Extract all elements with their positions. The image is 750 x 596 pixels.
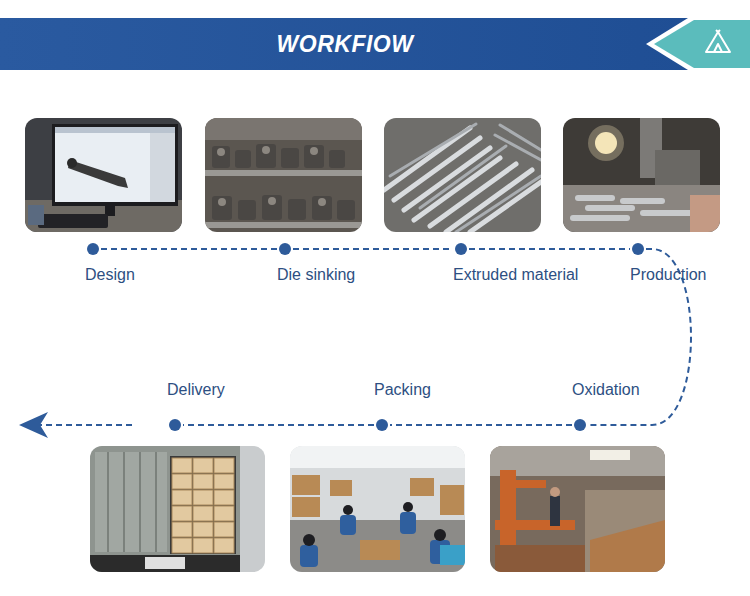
- flow-connector: [588, 249, 691, 425]
- design-photo: [25, 118, 182, 232]
- header-chevron: [654, 20, 750, 68]
- step-dot: [632, 243, 644, 255]
- step-node: Production: [630, 242, 646, 287]
- step-dot: [279, 243, 291, 255]
- flow-connector: [390, 424, 572, 426]
- step-label: Design: [85, 265, 101, 285]
- step-label: Extruded material: [453, 265, 469, 285]
- step-node: Extruded material: [453, 242, 469, 287]
- flow-connector: [101, 248, 277, 250]
- flow-arrowhead: [19, 412, 48, 438]
- step-node: Design: [85, 242, 101, 287]
- production-photo: [563, 118, 720, 232]
- step-label: Die sinking: [277, 265, 293, 285]
- flow-connector: [293, 248, 453, 250]
- tent-icon: [706, 30, 730, 52]
- header-title: WORKFIOW: [0, 18, 690, 70]
- header-divider: [646, 18, 750, 70]
- step-node: Packing: [374, 378, 390, 432]
- die-sinking-photo: [205, 118, 362, 232]
- step-dot: [376, 419, 388, 431]
- step-node: Die sinking: [277, 242, 293, 287]
- extruded-material-photo: [384, 118, 541, 232]
- step-dot: [574, 419, 586, 431]
- header-band: [0, 18, 700, 70]
- step-dot: [169, 419, 181, 431]
- packing-photo: [290, 446, 465, 572]
- step-dot: [87, 243, 99, 255]
- flow-connector: [183, 424, 374, 426]
- flow-tail: [34, 424, 132, 426]
- oxidation-photo: [490, 446, 665, 572]
- step-node: Delivery: [167, 378, 183, 432]
- step-label: Packing: [374, 380, 390, 400]
- step-node: Oxidation: [572, 378, 588, 432]
- step-label: Production: [630, 265, 646, 285]
- step-label: Delivery: [167, 380, 183, 400]
- delivery-photo: [90, 446, 265, 572]
- step-label: Oxidation: [572, 380, 588, 400]
- step-dot: [455, 243, 467, 255]
- flow-connector: [469, 248, 630, 250]
